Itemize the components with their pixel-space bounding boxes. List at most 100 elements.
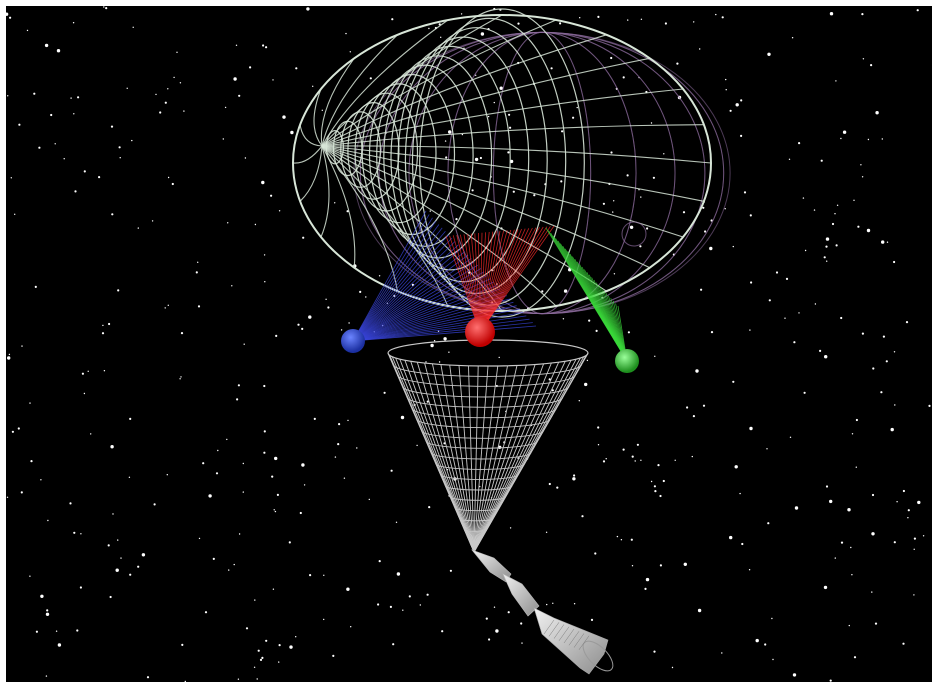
star bbox=[663, 153, 665, 155]
star bbox=[40, 594, 44, 598]
star bbox=[874, 622, 878, 625]
star bbox=[47, 519, 49, 522]
star bbox=[132, 26, 134, 28]
star bbox=[890, 427, 894, 432]
star bbox=[265, 639, 268, 642]
star bbox=[826, 260, 828, 262]
star bbox=[264, 281, 266, 283]
star bbox=[573, 474, 576, 477]
star bbox=[857, 225, 860, 228]
star bbox=[509, 126, 512, 129]
star bbox=[702, 404, 706, 407]
star bbox=[626, 174, 629, 177]
star bbox=[579, 17, 581, 19]
star bbox=[893, 541, 896, 544]
star bbox=[913, 537, 917, 540]
star bbox=[197, 305, 201, 308]
star bbox=[702, 206, 705, 209]
star bbox=[276, 493, 279, 496]
star bbox=[664, 22, 668, 25]
star bbox=[644, 587, 647, 591]
star bbox=[231, 285, 233, 287]
star bbox=[650, 122, 653, 124]
star bbox=[448, 351, 450, 353]
star bbox=[8, 353, 11, 356]
star bbox=[400, 415, 405, 420]
star bbox=[346, 210, 349, 213]
star bbox=[671, 666, 674, 669]
star bbox=[120, 557, 122, 559]
star bbox=[556, 486, 559, 489]
star bbox=[416, 444, 418, 447]
star bbox=[836, 204, 839, 206]
star bbox=[103, 6, 105, 8]
star bbox=[7, 356, 11, 360]
star bbox=[129, 417, 132, 420]
star bbox=[323, 618, 325, 621]
star bbox=[840, 137, 842, 140]
star bbox=[50, 113, 53, 117]
star bbox=[627, 19, 629, 21]
star bbox=[829, 679, 832, 682]
star bbox=[639, 245, 642, 248]
star bbox=[202, 462, 205, 465]
star bbox=[87, 370, 89, 372]
star bbox=[271, 475, 274, 478]
star bbox=[855, 466, 857, 468]
star bbox=[288, 541, 291, 544]
star bbox=[63, 158, 65, 160]
star bbox=[45, 612, 50, 616]
star bbox=[426, 400, 429, 403]
star bbox=[396, 572, 401, 576]
star bbox=[893, 351, 896, 353]
star bbox=[249, 66, 252, 69]
star bbox=[302, 236, 305, 239]
star bbox=[610, 151, 613, 154]
star bbox=[46, 609, 49, 612]
star bbox=[368, 498, 370, 501]
star bbox=[697, 608, 702, 613]
star bbox=[167, 88, 169, 90]
star bbox=[871, 591, 873, 593]
star bbox=[907, 509, 910, 512]
star bbox=[578, 400, 580, 402]
star bbox=[847, 508, 851, 512]
star bbox=[740, 134, 743, 137]
star bbox=[409, 83, 412, 85]
star bbox=[640, 196, 642, 198]
star bbox=[622, 448, 625, 451]
star bbox=[835, 80, 837, 82]
star bbox=[38, 146, 41, 149]
star bbox=[77, 96, 80, 99]
star bbox=[327, 306, 330, 309]
star bbox=[721, 16, 724, 19]
star bbox=[272, 588, 275, 590]
star bbox=[44, 43, 49, 48]
star bbox=[552, 602, 554, 604]
star bbox=[6, 496, 9, 498]
star bbox=[861, 13, 864, 16]
star bbox=[179, 82, 182, 84]
star bbox=[682, 211, 686, 214]
star bbox=[17, 427, 20, 430]
star bbox=[634, 460, 636, 462]
star bbox=[493, 606, 496, 608]
star bbox=[875, 111, 879, 115]
star bbox=[620, 539, 623, 541]
star bbox=[20, 491, 23, 494]
star bbox=[30, 460, 33, 463]
star bbox=[428, 27, 430, 30]
star bbox=[126, 87, 128, 90]
star bbox=[428, 506, 431, 509]
star bbox=[823, 585, 828, 590]
star bbox=[748, 569, 751, 571]
star bbox=[274, 510, 277, 513]
star bbox=[686, 406, 689, 409]
star bbox=[109, 595, 112, 599]
star bbox=[383, 391, 386, 394]
star bbox=[851, 433, 854, 435]
star bbox=[804, 249, 807, 252]
star bbox=[636, 443, 640, 446]
star bbox=[337, 443, 340, 446]
